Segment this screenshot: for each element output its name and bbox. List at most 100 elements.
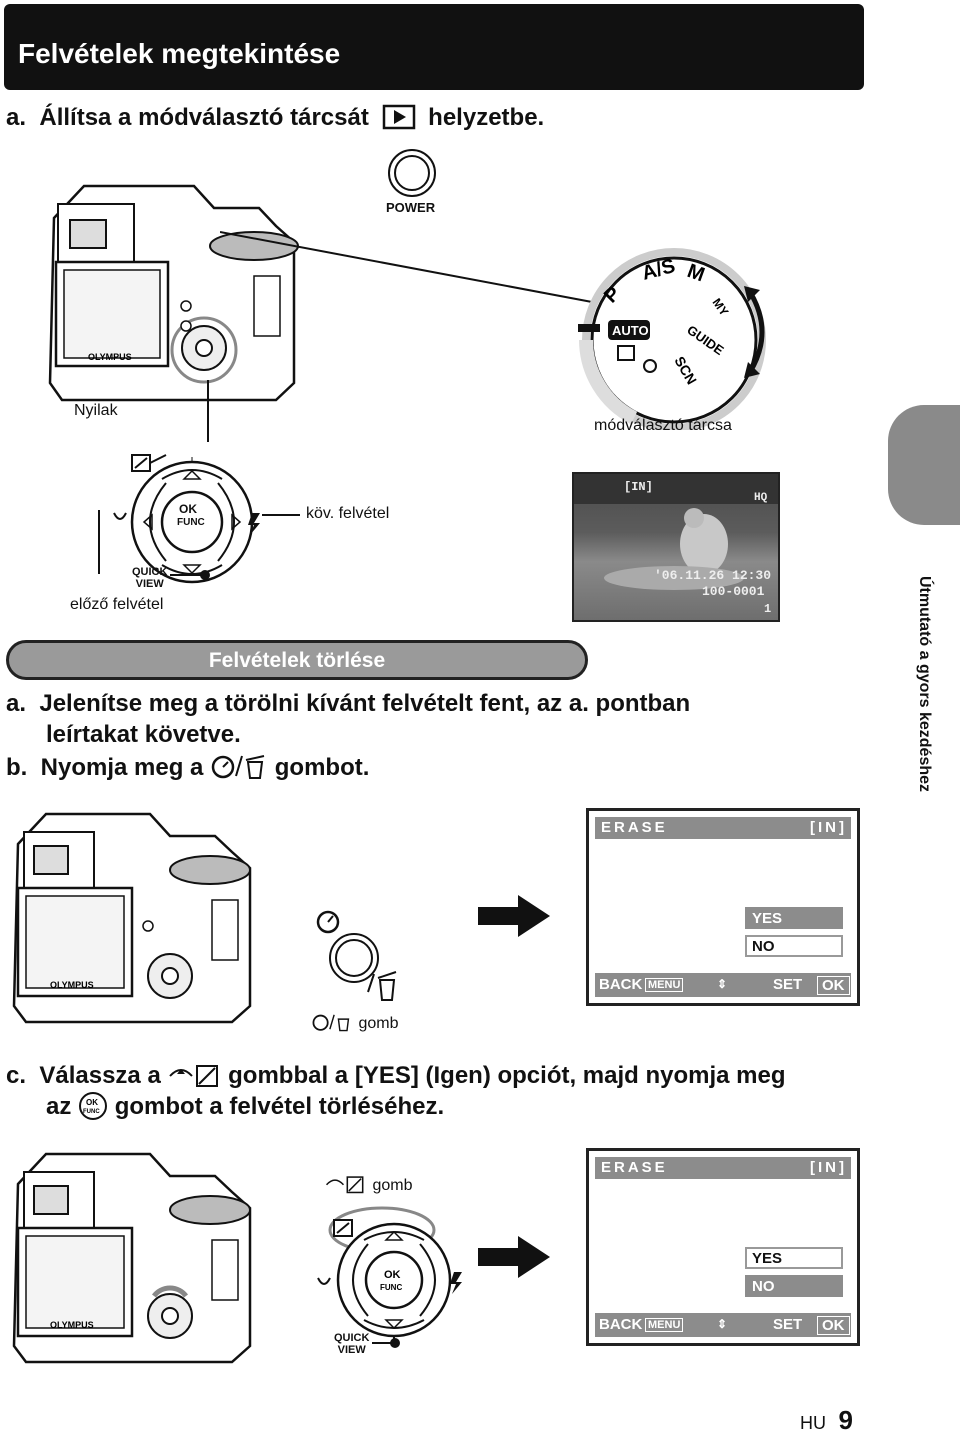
self-timer-erase-small-icon (312, 1014, 350, 1032)
photo-preview-top-band (574, 474, 778, 504)
erase-option-yes-label: YES (752, 910, 783, 927)
ok-label: OK (179, 502, 197, 516)
quick-view-label: QUICK VIEW (132, 566, 168, 590)
quick-view-label-2: QUICK VIEW (334, 1332, 370, 1356)
func-label: FUNC (177, 517, 205, 528)
step-a-text-after: helyzetbe. (428, 104, 545, 131)
ok-func-icon: OK FUNC (79, 1092, 108, 1120)
rotate-arrow-icon (744, 286, 765, 378)
prev-leader-line (98, 510, 100, 574)
quick-view-leader-line (170, 574, 202, 576)
svg-text:OLYMPUS: OLYMPUS (50, 980, 94, 990)
erase-screen-1: ERASE [IN] YES NO BACK MENU ⇕ SET OK (586, 808, 860, 1006)
erase-option-yes[interactable]: YES (745, 907, 843, 929)
right-arrow-icon (478, 895, 550, 937)
quick-view-dot (200, 570, 210, 580)
next-leader-line (262, 514, 300, 516)
ok-box-label: OK (817, 976, 850, 995)
erase-option-no-2[interactable]: NO (745, 1275, 843, 1297)
erase-screen-2: ERASE [IN] YES NO BACK MENU ⇕ SET OK (586, 1148, 860, 1346)
mode-dial-label: módválasztó tárcsa (594, 417, 732, 434)
updown-icon-2: ⇕ (717, 1317, 728, 1331)
camera-illustration-bottom: OLYMPUS (12, 1152, 252, 1364)
svg-text:FUNC: FUNC (83, 1109, 100, 1115)
step-c-text-4: gombot a felvétel törléséhez. (114, 1093, 445, 1120)
erase-memory: [IN] (810, 819, 847, 836)
page-number: 9 (838, 1405, 853, 1435)
photo-quality: HQ (754, 492, 768, 504)
erase-screen-2-footer: BACK MENU ⇕ SET OK (595, 1313, 851, 1337)
up-exposure-small-icon (325, 1176, 364, 1194)
arrows-label: Nyilak (74, 402, 118, 419)
erase-memory-2: [IN] (810, 1159, 847, 1176)
erase-screen-1-header: ERASE [IN] (595, 817, 851, 839)
erase-option-no-label-2: NO (752, 1278, 775, 1295)
photo-file: 100-0001 (702, 584, 765, 599)
erase-option-yes-label-2: YES (752, 1250, 783, 1267)
step-c-prefix: c. (6, 1062, 27, 1089)
quick-view-leader-line-2 (372, 1342, 394, 1344)
step-c-text-3: az (46, 1093, 72, 1120)
step-a2-text2: leírtakat követve. (46, 721, 241, 748)
erase-option-yes-2[interactable]: YES (745, 1247, 843, 1269)
svg-text:OLYMPUS: OLYMPUS (50, 1320, 94, 1330)
page-footer: HU 9 (800, 1405, 853, 1436)
erase-option-no[interactable]: NO (745, 935, 843, 957)
step-a: a. Állítsa a módválasztó tárcsát helyzet… (6, 102, 544, 133)
mode-dial-icon: P A/S M MY AUTO GUIDE SCN (578, 248, 766, 430)
brand-label: OLYMPUS (88, 352, 132, 362)
section-header: Felvételek törlése (6, 640, 588, 680)
side-tab (888, 405, 960, 525)
menu-label-2: MENU (645, 1318, 684, 1332)
step-b-text-after: gombot. (274, 754, 370, 781)
photo-preview: [IN] HQ '06.11.26 12:30 100-0001 1 (572, 472, 780, 622)
set-label: SET (773, 976, 803, 993)
step-a-text-before: Állítsa a módválasztó tárcsát (39, 104, 369, 131)
svg-text:AUTO: AUTO (612, 323, 649, 338)
step-c-text-1: Válassza a (39, 1062, 161, 1089)
prev-photo-label: előző felvétel (70, 596, 164, 613)
side-tab-label: Útmutató a gyors kezdéshez (916, 575, 933, 793)
page-title-bar: Felvételek megtekintése (4, 4, 864, 90)
camera-illustration-middle: OLYMPUS (12, 812, 252, 1024)
arrow-pad-icon (113, 454, 260, 584)
up-exposure-icon (169, 1065, 219, 1087)
camera-illustration-top: OLYMPUS (48, 184, 299, 402)
photo-memory: [IN] (624, 480, 653, 494)
up-button-label: gomb (322, 1174, 412, 1195)
photo-date: '06.11.26 12:30 (654, 568, 772, 583)
erase-option-no-label: NO (752, 938, 775, 955)
erase-button-icon (316, 910, 397, 1001)
arrow-pad-highlighted-icon: OK FUNC (317, 1206, 462, 1346)
erase-screen-1-footer: BACK MENU ⇕ SET OK (595, 973, 851, 997)
menu-label: MENU (645, 978, 684, 992)
page-title: Felvételek megtekintése (18, 38, 341, 69)
step-a2-text: Jelenítse meg a törölni kívánt felvételt… (39, 690, 691, 717)
self-timer-erase-icon (211, 755, 265, 779)
svg-text:OK: OK (384, 1269, 401, 1281)
footer-lang: HU (800, 1413, 826, 1433)
step-c-text-2: gombbal a [YES] (Igen) opciót, majd nyom… (228, 1062, 786, 1089)
step-a2: a. Jelenítse meg a törölni kívánt felvét… (6, 688, 806, 750)
step-b-prefix: b. (6, 754, 28, 781)
erase-button-label: gomb (310, 1012, 398, 1033)
quick-view-dot-2 (390, 1338, 400, 1348)
up-button-label-text: gomb (372, 1177, 413, 1194)
erase-button-label-text: gomb (358, 1015, 399, 1032)
step-a-prefix: a. (6, 104, 27, 131)
updown-icon: ⇕ (717, 977, 728, 991)
erase-screen-2-header: ERASE [IN] (595, 1157, 851, 1179)
photo-frame: 1 (764, 602, 772, 616)
ok-box-label-2: OK (817, 1316, 850, 1335)
right-arrow-icon-2 (478, 1236, 550, 1278)
svg-text:M: M (684, 260, 707, 286)
back-label-2: BACK (599, 1316, 643, 1333)
back-label: BACK (599, 976, 643, 993)
side-tab-text: Útmutató a gyors kezdéshez (904, 540, 934, 840)
step-c: c. Válassza a gombbal a [YES] (Igen) opc… (6, 1060, 886, 1122)
step-b: b. Nyomja meg a gombot. (6, 752, 369, 783)
power-button-icon (388, 149, 436, 197)
play-icon (382, 104, 415, 130)
set-label-2: SET (773, 1316, 803, 1333)
erase-title-2: ERASE (601, 1159, 668, 1176)
